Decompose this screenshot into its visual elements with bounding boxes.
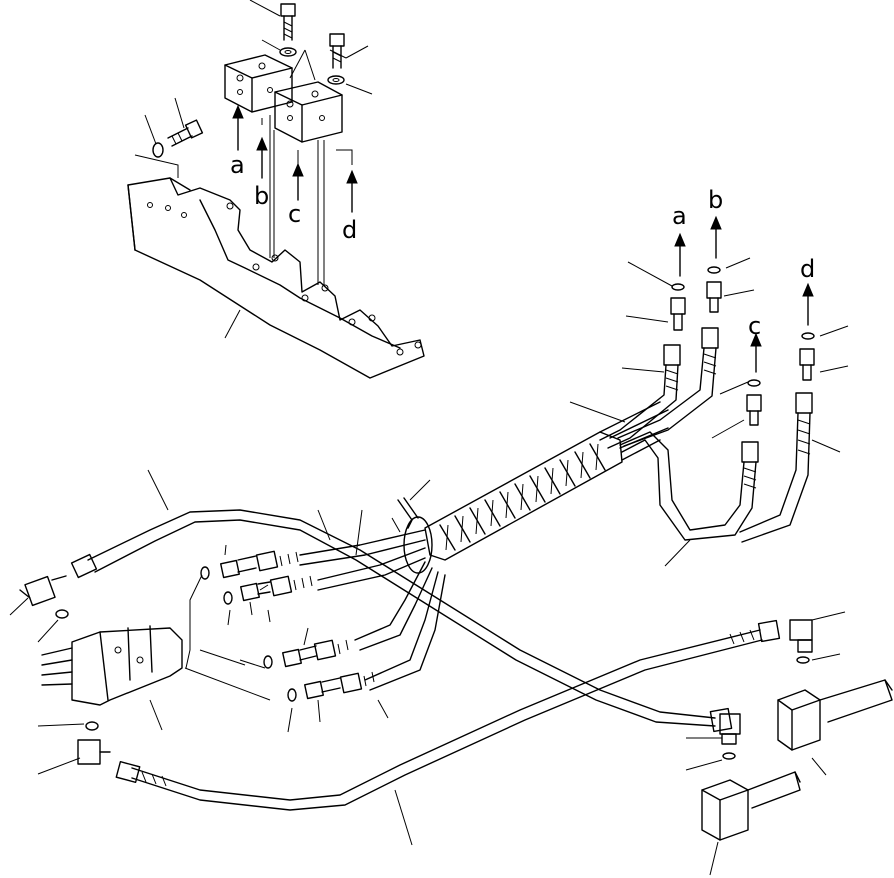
arrow-c-right: [750, 332, 762, 373]
adapter-fitting: [670, 297, 686, 331]
leader: [345, 45, 369, 59]
o-ring: [801, 332, 815, 340]
label-a-top: a: [230, 151, 245, 179]
hose-nut: [313, 639, 337, 661]
o-ring: [707, 266, 721, 274]
valve-body-lower: [701, 771, 801, 841]
arrow-b-right: [710, 215, 722, 259]
bolt-top-2: [327, 33, 345, 85]
label-d-top: d: [342, 216, 357, 244]
bolt-side: [152, 119, 204, 158]
label-b-top: b: [254, 182, 269, 210]
o-ring: [287, 688, 297, 702]
o-ring: [223, 591, 233, 605]
arrow-a-top: [232, 104, 244, 151]
hose-nut: [741, 441, 759, 463]
valve-block-left: [224, 54, 293, 113]
hose-d: [739, 412, 811, 543]
adapter-fitting: [240, 581, 271, 602]
hose-nut: [663, 344, 681, 366]
bracket-leader: [134, 154, 179, 178]
leader: [174, 97, 185, 129]
valve-block-right: [274, 81, 343, 143]
long-hose-upper: [70, 509, 733, 733]
adapter-fitting: [746, 394, 762, 426]
o-ring: [263, 655, 273, 669]
hose-nut: [795, 392, 813, 414]
leader: [249, 0, 281, 17]
elbow-fitting: [19, 575, 67, 607]
leader: [224, 309, 241, 339]
leader: [261, 39, 281, 51]
o-ring: [796, 656, 810, 664]
arrow-d-top: [346, 169, 358, 213]
hose-nut: [255, 550, 279, 572]
hose-b: [617, 347, 717, 447]
leader: [329, 49, 347, 59]
o-ring: [722, 752, 736, 760]
leader: [144, 114, 157, 145]
hose-nut: [701, 327, 719, 349]
o-ring: [85, 721, 99, 731]
leader: [304, 49, 316, 81]
arrow-c-top: [292, 162, 304, 201]
arrow-d-right: [802, 282, 814, 326]
elbow-fitting: [77, 739, 111, 765]
o-ring: [747, 379, 761, 387]
arrow-b-top: [256, 136, 268, 179]
label-a-right: a: [672, 202, 687, 230]
label-b-right: b: [708, 186, 723, 214]
protective-sleeve: [424, 431, 623, 561]
adapter-fitting: [304, 677, 341, 700]
adapter-fitting: [282, 645, 317, 668]
mounting-bracket: [127, 177, 425, 379]
leader: [345, 83, 373, 95]
o-ring: [671, 283, 685, 291]
arrow-a-right: [674, 232, 686, 277]
label-d-right: d: [800, 255, 815, 283]
leader: [289, 49, 306, 79]
hose-nut: [339, 672, 363, 694]
pump-unit: [41, 625, 183, 706]
adapter-fitting: [799, 348, 815, 381]
adapter-fitting: [220, 555, 257, 579]
label-c-top: c: [288, 200, 301, 228]
long-hose-lower: [115, 619, 781, 811]
adapter-fitting: [706, 281, 722, 313]
hose-c: [619, 431, 757, 541]
valve-body-upper: [777, 679, 893, 751]
label-c-right: c: [748, 312, 761, 340]
bolt-top-1: [279, 3, 297, 57]
hose-nut: [269, 575, 293, 597]
o-ring: [55, 609, 69, 619]
o-ring: [200, 566, 210, 580]
elbow-fitting: [789, 619, 813, 653]
hose-bundle-left: [299, 529, 446, 691]
hose-a: [599, 364, 679, 449]
elbow-fitting: [719, 713, 741, 745]
